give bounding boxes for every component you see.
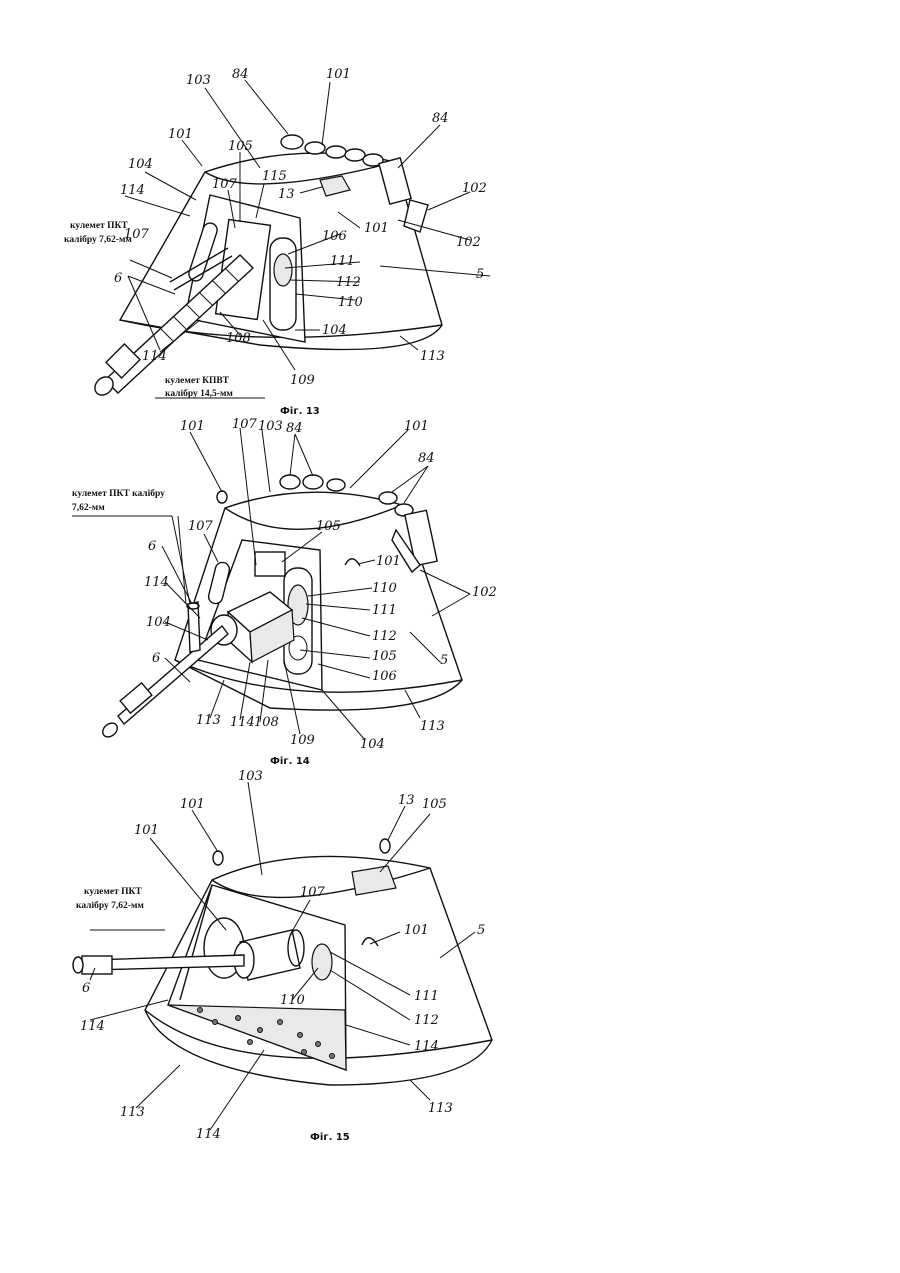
callout-number: 6 (114, 271, 122, 286)
callout-number: 107 (300, 885, 326, 900)
figure-14: 101 107 103 84 101 84 105 107 101 110 6 … (72, 417, 497, 767)
callout-number: 109 (290, 373, 315, 388)
callout-number: 105 (228, 139, 253, 154)
sight-lens-13 (274, 254, 292, 286)
fig15-caption: Фіг. 15 (310, 1132, 350, 1143)
callout-number: 113 (420, 719, 445, 734)
callout-number: 114 (196, 1127, 221, 1142)
callout-number: 13 (278, 187, 295, 202)
callout-number: 108 (226, 331, 251, 346)
callout-number: 84 (432, 111, 449, 126)
callout-number: 112 (414, 1013, 439, 1028)
callout-number: 113 (428, 1101, 453, 1116)
hook-top-14 (217, 491, 227, 503)
callout-number: 101 (376, 554, 401, 569)
callout-number: 111 (414, 989, 439, 1004)
callout-number: 110 (338, 295, 363, 310)
sight-lens-15 (312, 944, 332, 980)
fig13-label-pkt-2: калібру 7,62-мм (64, 234, 132, 245)
callout-number: 114 (230, 715, 255, 730)
callout-number: 106 (372, 669, 397, 684)
callout-number: 101 (168, 127, 193, 142)
muzzle-14 (100, 720, 120, 739)
callout-number: 102 (462, 181, 487, 196)
callout-number: 114 (80, 1019, 105, 1034)
fig15-label-pkt-2: калібру 7,62-мм (76, 900, 144, 911)
fig13-caption: Фіг. 13 (280, 406, 320, 417)
callout-number: 84 (286, 421, 303, 436)
callout-number: 114 (120, 183, 145, 198)
callout-number: 111 (330, 254, 355, 269)
hook-right-15 (380, 839, 390, 853)
callout-number: 105 (422, 797, 447, 812)
fig13-label-kpvt-1: кулемет КПВТ (165, 376, 230, 386)
callout-number: 104 (146, 615, 171, 630)
callout-number: 101 (404, 419, 429, 434)
callout-number: 113 (196, 713, 221, 728)
callout-number: 110 (280, 993, 305, 1008)
hook-left-15 (213, 851, 223, 865)
barrel-sleeve-14 (120, 683, 152, 713)
callout-number: 6 (148, 539, 156, 554)
callout-number: 103 (258, 419, 283, 434)
callout-number: 112 (336, 275, 361, 290)
callout-number: 5 (477, 923, 485, 938)
callout-number: 5 (476, 267, 484, 282)
fig14-caption: Фіг. 14 (270, 756, 310, 767)
callout-number: 107 (188, 519, 214, 534)
callout-number: 6 (152, 651, 160, 666)
callout-number: 110 (372, 581, 397, 596)
callout-number: 114 (144, 575, 169, 590)
callout-number: 101 (180, 797, 205, 812)
callout-number: 107 (212, 177, 238, 192)
callout-number: 109 (290, 733, 315, 748)
callout-number: 104 (322, 323, 347, 338)
callout-number: 111 (372, 603, 397, 618)
callout-number: 103 (238, 769, 263, 784)
callout-number: 102 (472, 585, 497, 600)
callout-number: 108 (254, 715, 279, 730)
fig15-label-pkt-1: кулемет ПКТ (84, 887, 142, 897)
callout-number: 104 (360, 737, 385, 752)
callout-number: 112 (372, 629, 397, 644)
callout-number: 101 (364, 221, 389, 236)
callout-number: 84 (418, 451, 435, 466)
fig14-label-pkt-1: кулемет ПКТ калібру (72, 488, 165, 499)
callout-number: 84 (232, 67, 249, 82)
muzzle-15 (73, 957, 83, 973)
callout-number: 13 (398, 793, 415, 808)
callout-number: 105 (372, 649, 397, 664)
callout-number: 106 (322, 229, 347, 244)
callout-number: 102 (456, 235, 481, 250)
fig13-label-kpvt-2: калібру 14,5-мм (165, 388, 233, 399)
callout-number: 5 (440, 653, 448, 668)
callout-number: 114 (414, 1039, 439, 1054)
callout-number: 115 (262, 169, 287, 184)
figure-15: 103 101 13 105 101 5 107 101 111 110 6 1… (73, 769, 492, 1143)
fig13-label-pkt-1: кулемет ПКТ (70, 221, 128, 231)
callout-number: 101 (134, 823, 159, 838)
callout-number: 101 (326, 67, 351, 82)
callout-number: 105 (316, 519, 341, 534)
callout-number: 107 (232, 417, 258, 432)
callout-number: 104 (128, 157, 153, 172)
callout-number: 6 (82, 981, 90, 996)
fig14-label-pkt-2: 7,62-мм (72, 503, 105, 513)
callout-number: 101 (404, 923, 429, 938)
callout-number: 103 (186, 73, 211, 88)
callout-number: 101 (180, 419, 205, 434)
callout-number: 113 (120, 1105, 145, 1120)
barrel-sleeve-15 (82, 956, 112, 974)
callout-number: 114 (142, 349, 167, 364)
figure-13: 103 84 101 84 101 105 104 107 115 13 102… (64, 67, 490, 417)
callout-number: 113 (420, 349, 445, 364)
